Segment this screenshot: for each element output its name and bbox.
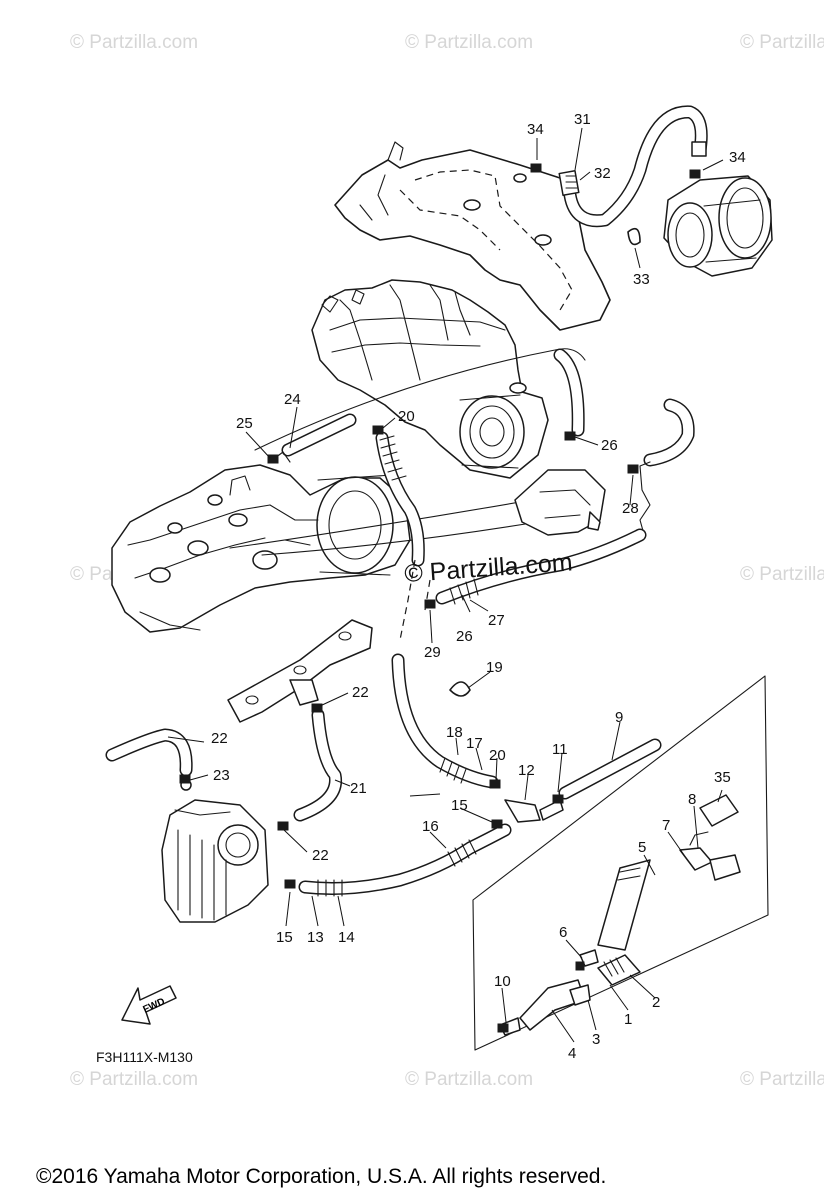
callout-35: 35	[714, 769, 731, 786]
callout-33: 33	[633, 271, 650, 288]
callout-labels: 34 31 32 34 33 24 25 20 26 28 26 27 29 1…	[211, 111, 746, 1062]
callout-6: 6	[559, 924, 567, 941]
callout-19: 19	[486, 659, 503, 676]
upper-engine-block	[311, 279, 549, 479]
callout-7: 7	[662, 817, 670, 834]
watermark: © Partzilla.com	[405, 32, 533, 53]
callout-8: 8	[688, 791, 696, 808]
callout-2: 2	[652, 994, 660, 1011]
callout-27: 26	[456, 628, 473, 645]
tee-fitting-12	[504, 738, 662, 823]
parts-1-to-8	[499, 794, 741, 1036]
watermark: © Partzilla.com	[740, 32, 824, 53]
water-box	[161, 779, 269, 923]
callout-11: 11	[552, 741, 568, 758]
callout-22a: 22	[352, 684, 369, 701]
fwd-arrow: FWD	[121, 985, 177, 1025]
callout-26b: 26	[601, 437, 618, 454]
top-right-muffler	[663, 175, 773, 277]
parts-group-outline	[472, 675, 769, 1051]
callout-14: 14	[338, 929, 355, 946]
leader-lines	[167, 127, 724, 1043]
callout-18: 18	[446, 724, 463, 741]
callout-24: 23	[213, 767, 230, 784]
callout-5: 5	[638, 839, 646, 856]
callout-16: 16	[422, 818, 439, 835]
callout-26a: 25	[236, 415, 253, 432]
center-watermark: © Partzilla.com	[403, 548, 573, 588]
callout-15b: 15	[451, 797, 468, 814]
hose-lower-long	[298, 823, 512, 897]
callout-25: 24	[284, 391, 301, 408]
lower-engine-block	[111, 464, 411, 633]
hose-21	[293, 708, 343, 822]
hose-27-28	[435, 528, 647, 605]
callout-9: 9	[615, 709, 623, 726]
top-hose-31	[558, 105, 708, 228]
callout-29: 28	[622, 500, 639, 517]
right-upper-hose	[514, 348, 695, 539]
callout-28: 27	[488, 612, 505, 629]
callout-17: 17	[466, 735, 483, 752]
hose-18	[391, 653, 499, 789]
exhaust-cover-outline	[334, 141, 611, 331]
watermark: © Partzilla.com	[70, 1069, 198, 1090]
hose-23	[105, 728, 193, 777]
hose-25	[274, 413, 357, 463]
callout-12: 12	[518, 762, 535, 779]
callout-3: 3	[592, 1031, 600, 1048]
callout-31: 31	[574, 111, 591, 128]
callout-15a: 15	[276, 929, 293, 946]
callout-1: 1	[624, 1011, 632, 1028]
callout-21: 21	[350, 780, 367, 797]
callout-34b: 34	[729, 149, 746, 166]
callout-22b: 22	[312, 847, 329, 864]
exhaust-manifold-pipe	[227, 619, 373, 723]
watermark: © Partzilla.com	[70, 32, 198, 53]
callout-34a: 34	[527, 121, 544, 138]
hose-clamps	[179, 163, 701, 1033]
vertical-hose-center	[375, 431, 431, 641]
callout-20a: 20	[398, 408, 415, 425]
callout-10: 10	[494, 973, 511, 990]
watermark: © Partzilla.com	[740, 1069, 824, 1090]
watermark: © Partzilla.com	[405, 1069, 533, 1090]
callout-32: 32	[594, 165, 611, 182]
callout-4: 4	[568, 1045, 576, 1062]
callout-23: 22	[211, 730, 228, 747]
callout-30: 29	[424, 644, 441, 661]
callout-20b: 20	[489, 747, 506, 764]
callout-13: 13	[307, 929, 324, 946]
watermark: © Partzilla.com	[740, 564, 824, 585]
copyright-text: ©2016 Yamaha Motor Corporation, U.S.A. A…	[36, 1165, 606, 1188]
diagram-code: F3H111X-M130	[96, 1049, 193, 1065]
